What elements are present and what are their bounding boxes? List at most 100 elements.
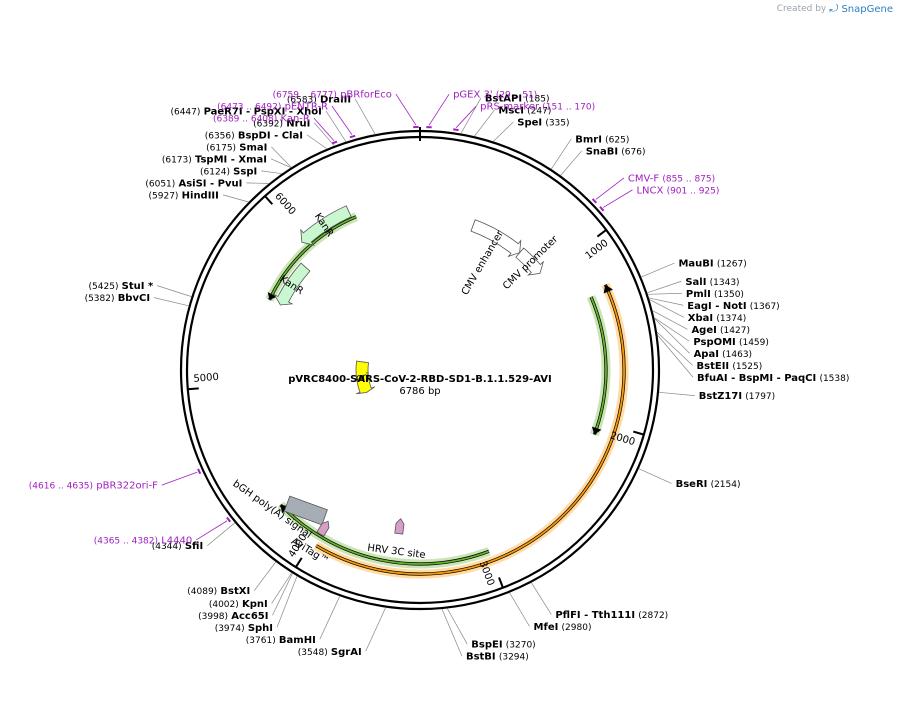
enzyme-label-pmli[interactable]: PmlI (1350) xyxy=(686,289,744,300)
enzyme-label-sspi[interactable]: (6124) SspI xyxy=(200,166,257,177)
primer-mark xyxy=(599,206,605,212)
primer-mark xyxy=(591,198,598,204)
primer-label-cmv-f[interactable]: CMV-F (855 .. 875) xyxy=(628,173,715,184)
enzyme-leader-line xyxy=(550,138,572,170)
orf-arrowhead xyxy=(267,292,277,300)
orf-arc[interactable] xyxy=(279,504,490,565)
feature-cmv-enhancer-arrow[interactable] xyxy=(470,219,522,258)
enzyme-leader-line xyxy=(652,310,688,330)
enzyme-label-bfuai[interactable]: BfuAI - BspMI - PaqCI (1538) xyxy=(697,373,849,384)
enzyme-label-bspdi[interactable]: (6356) BspDI - ClaI xyxy=(205,130,303,141)
feature-ori-label: ori xyxy=(355,372,369,385)
enzyme-label-nrui[interactable]: (6392) NruI xyxy=(253,118,310,129)
orf-arrowhead xyxy=(591,426,602,435)
primer-mark xyxy=(349,134,356,139)
primer-label-pbrforeco[interactable]: (6759 .. 6777) pBRforEco xyxy=(273,90,392,101)
enzyme-leader-line xyxy=(493,121,514,142)
enzyme-leader-line xyxy=(656,331,693,366)
enzyme-label-kpni[interactable]: (4002) KpnI xyxy=(209,599,268,610)
primer-label-kan-r[interactable]: (6389 .. 6408) Kan-R xyxy=(213,114,310,125)
primer-label-lncx[interactable]: LNCX (901 .. 925) xyxy=(636,185,719,196)
enzyme-label-stui[interactable]: (5425) StuI * xyxy=(89,281,154,292)
orf-arrowhead xyxy=(603,284,613,294)
enzyme-label-bstapi[interactable]: BstAPI (185) xyxy=(485,94,550,105)
primer-leader-line xyxy=(313,117,335,141)
plasmid-size: 6786 bp xyxy=(399,386,440,397)
primer-leader-line xyxy=(603,189,633,208)
enzyme-label-acc65i[interactable]: (3998) Acc65I xyxy=(198,611,268,622)
enzyme-label-maubi[interactable]: MauBI (1267) xyxy=(678,259,746,270)
enzyme-label-bbvci[interactable]: (5382) BbvCI xyxy=(85,293,150,304)
enzyme-label-bspei[interactable]: BspEI (3270) xyxy=(471,640,535,651)
enzyme-leader-line xyxy=(648,297,684,306)
feature-cmv-promoter-arrow[interactable] xyxy=(515,247,545,276)
enzyme-label-bamhi[interactable]: (3761) BamHI xyxy=(246,635,316,646)
enzyme-leader-line xyxy=(314,122,335,147)
primer-label-pbr322ori-f[interactable]: (4616 .. 4635) pBR322ori-F xyxy=(29,481,158,492)
enzyme-leader-line xyxy=(509,592,530,627)
backbone-outer-strand xyxy=(179,129,661,611)
enzyme-label-spei[interactable]: SpeI (335) xyxy=(517,118,569,129)
credit-prefix: Created by xyxy=(776,4,827,14)
plasmid-name[interactable]: pVRC8400-SARS-CoV-2-RBD-SD1-B.1.1.529-AV… xyxy=(288,374,551,385)
primer-leader-line xyxy=(395,93,417,126)
primer-mark xyxy=(226,516,232,523)
enzyme-leader-line xyxy=(647,280,682,294)
enzyme-label-agei[interactable]: AgeI (1427) xyxy=(691,325,750,336)
enzyme-leader-line xyxy=(270,158,292,168)
feature-kanr-arrow[interactable] xyxy=(273,262,311,306)
tick-mark xyxy=(596,229,607,238)
primer-label-l4440[interactable]: (4365 .. 4382) L4440 xyxy=(94,535,193,546)
primer-label-prs-marker[interactable]: pRS-marker (151 .. 170) xyxy=(480,102,595,113)
feature-kanr-arrow[interactable] xyxy=(300,205,352,246)
primer-leader-line xyxy=(196,520,228,541)
orf-arc[interactable] xyxy=(268,215,357,301)
enzyme-leader-line xyxy=(658,391,695,396)
enzyme-leader-line xyxy=(261,170,282,175)
enzyme-label-bsteii[interactable]: BstEII (1525) xyxy=(697,361,763,372)
enzyme-label-sfii[interactable]: (4344) SfiI xyxy=(152,541,203,552)
enzyme-label-hindiii[interactable]: (5927) HindIII xyxy=(149,190,219,201)
enzyme-label-snabi[interactable]: SnaBI (676) xyxy=(586,146,646,157)
enzyme-label-xbai[interactable]: XbaI (1374) xyxy=(688,313,746,324)
enzyme-label-draiii[interactable]: (6583) DraIII xyxy=(287,94,351,105)
enzyme-label-mfei[interactable]: MfeI (2980) xyxy=(534,622,592,633)
enzyme-label-bstz17i[interactable]: BstZ17I (1797) xyxy=(699,391,775,402)
orf-outline xyxy=(315,283,626,576)
feature-ori-arrow[interactable] xyxy=(355,360,376,395)
primer-label-pgex-3[interactable]: pGEX 3' (29 .. 51) xyxy=(453,90,537,101)
enzyme-leader-line xyxy=(354,98,376,135)
feature-avitag[interactable] xyxy=(316,519,332,537)
enzyme-leader-line xyxy=(222,194,249,203)
enzyme-leader-line xyxy=(647,292,682,295)
enzyme-label-asisi[interactable]: (6051) AsiSI - PvuI xyxy=(145,178,242,189)
orf-arc[interactable] xyxy=(315,284,625,575)
enzyme-label-bmri[interactable]: BmrI (625) xyxy=(575,134,629,145)
enzyme-label-bseri[interactable]: BseRI (2154) xyxy=(676,479,741,490)
primer-label-pentr-r[interactable]: (6473 .. 6492) pENTR-R xyxy=(217,102,328,113)
tick-mark xyxy=(294,557,303,568)
enzyme-label-tspmi[interactable]: (6173) TspMI - XmaI xyxy=(162,154,267,165)
feature-bgh-polya-signal[interactable] xyxy=(283,495,328,526)
enzyme-leader-line xyxy=(246,182,269,184)
enzyme-label-msci[interactable]: MscI (247) xyxy=(498,106,551,117)
enzyme-label-pflfi[interactable]: PflFI - Tth111I (2872) xyxy=(555,610,668,621)
enzyme-label-apai[interactable]: ApaI (1463) xyxy=(694,349,753,360)
enzyme-leader-line xyxy=(272,573,293,616)
orf-arc[interactable] xyxy=(590,296,607,436)
enzyme-label-eagi[interactable]: EagI - NotI (1367) xyxy=(687,301,779,312)
enzyme-label-sgrai[interactable]: (3548) SgrAI xyxy=(298,647,362,658)
enzyme-leader-line xyxy=(654,318,690,354)
enzyme-label-paer7i[interactable]: (6447) PaeR7I - PspXI - XhoI xyxy=(170,106,321,117)
primer-leader-line xyxy=(428,93,450,126)
enzyme-label-smai[interactable]: (6175) SmaI xyxy=(206,142,267,153)
enzyme-label-sali[interactable]: SalI (1343) xyxy=(685,277,739,288)
enzyme-leader-line xyxy=(441,608,463,657)
enzyme-label-bstbi[interactable]: BstBI (3294) xyxy=(466,652,529,663)
enzyme-label-pspomi[interactable]: PspOMI (1459) xyxy=(693,337,769,348)
tick-mark xyxy=(264,195,274,205)
enzyme-label-sphi[interactable]: (3974) SphI xyxy=(215,623,273,634)
enzyme-label-bstxi[interactable]: (4089) BstXI xyxy=(187,586,250,597)
feature-hrv-3c-site[interactable] xyxy=(394,518,405,535)
